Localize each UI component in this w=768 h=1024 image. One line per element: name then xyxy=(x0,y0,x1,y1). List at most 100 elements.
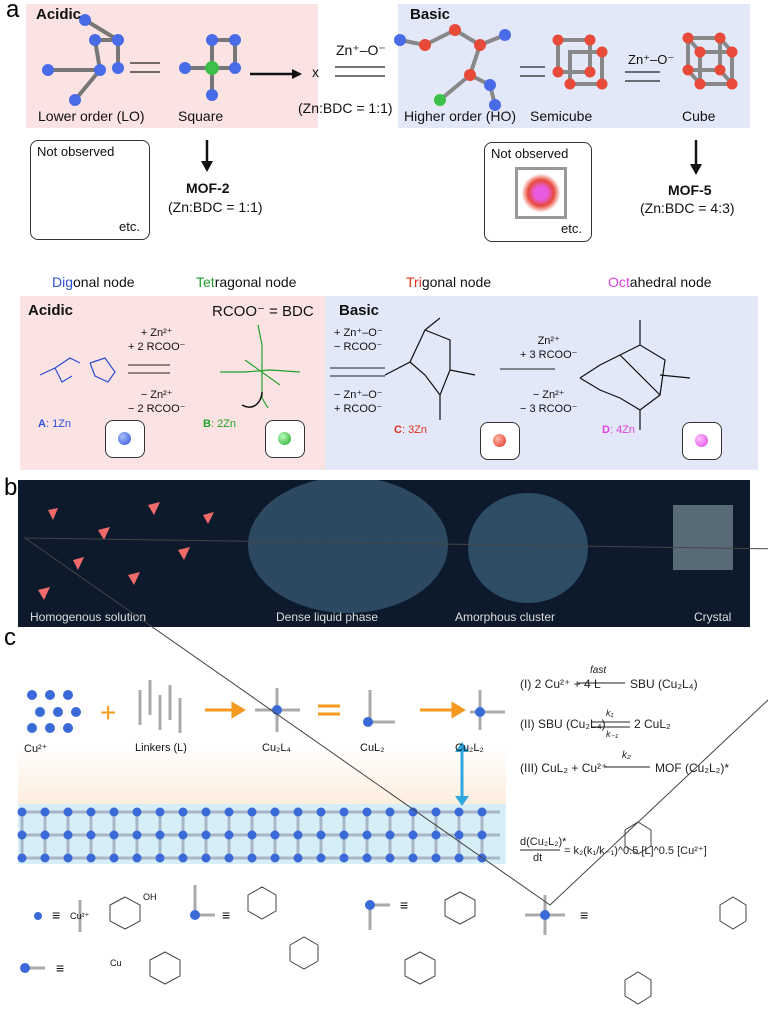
linkers xyxy=(138,680,182,733)
stage-label: Homogenous solution xyxy=(30,610,147,624)
lattice-node xyxy=(155,807,165,817)
letter: A xyxy=(38,418,46,430)
reagent: + Zn⁺–O⁻ xyxy=(334,327,383,339)
lattice-node xyxy=(247,807,257,817)
reagent: + RCOO⁻ xyxy=(334,403,383,415)
lattice-node xyxy=(408,830,418,840)
step3-forward: Zn²⁺ + 3 RCOO⁻ xyxy=(520,334,577,362)
equation-1: (I) 2 Cu²⁺ + 4 L xyxy=(520,677,601,691)
cu-ions xyxy=(27,690,81,733)
tetragonal-node-heading: Tetragonal node xyxy=(196,274,296,290)
species-label: Cu²⁺ xyxy=(24,743,48,755)
reagent: − Zn²⁺ xyxy=(532,389,565,401)
lattice-node xyxy=(86,807,96,817)
equation-1-arrow-label: fast xyxy=(590,665,607,676)
rcoo-bdc-label: RCOO⁻ = BDC xyxy=(212,303,314,320)
letter: D xyxy=(602,424,610,436)
amorphous-cluster xyxy=(468,493,588,603)
lattice-node xyxy=(86,853,96,863)
lattice-node xyxy=(477,830,487,840)
lattice-node xyxy=(132,830,142,840)
lattice-node xyxy=(63,853,73,863)
lattice-node xyxy=(178,830,188,840)
step3-reverse: − Zn²⁺ − 3 RCOO⁻ xyxy=(520,388,577,416)
lattice-node xyxy=(132,853,142,863)
eq-lhs: SBU (Cu₂L₄) xyxy=(538,717,606,731)
lattice-node xyxy=(132,807,142,817)
lattice-node xyxy=(385,807,395,817)
panel-c-label: c xyxy=(4,624,16,651)
interpenetrated-net-icon xyxy=(515,167,567,219)
equilibrium-arrow-x-ho xyxy=(335,66,385,77)
not-observed-label: Not observed xyxy=(491,146,569,161)
reagent: + 3 RCOO⁻ xyxy=(520,349,578,361)
step1-reverse: − Zn²⁺ − 2 RCOO⁻ xyxy=(128,388,185,416)
rest: gonal node xyxy=(421,274,492,290)
digonal-node-icon xyxy=(105,420,145,458)
lattice-node xyxy=(17,853,27,863)
dense-liquid-droplet xyxy=(248,480,448,613)
mof2-ratio: (Zn:BDC = 1:1) xyxy=(168,199,263,215)
nucleation-illustration xyxy=(38,480,733,613)
basic-node-heading: Basic xyxy=(339,302,380,319)
lattice-node xyxy=(17,830,27,840)
lattice-node xyxy=(385,830,395,840)
reagent: − Zn²⁺ xyxy=(140,389,173,401)
lattice-node xyxy=(201,830,211,840)
octahedral-node-icon xyxy=(682,422,722,460)
semicube-label: Semicube xyxy=(530,108,593,124)
cu2l2 xyxy=(470,690,505,730)
equiv-sign: ≡ xyxy=(400,897,409,913)
lattice-node xyxy=(270,853,280,863)
lattice-node xyxy=(293,807,303,817)
eq-num: (I) xyxy=(520,677,532,691)
node-structures xyxy=(39,317,691,430)
lattice-node xyxy=(109,807,119,817)
reagent: Zn²⁺ xyxy=(537,335,560,347)
cu-atom-label: Cu xyxy=(110,958,122,968)
mof5-ratio: (Zn:BDC = 4:3) xyxy=(640,200,735,216)
zn-o-label-2: Zn⁺–O⁻ xyxy=(628,52,675,67)
equiv-sign: ≡ xyxy=(580,907,589,923)
plus-sign: + xyxy=(100,697,116,728)
reagent: − 2 RCOO⁻ xyxy=(128,403,186,415)
attack-arrow xyxy=(241,391,263,408)
lattice-node xyxy=(155,830,165,840)
stage-label: Amorphous cluster xyxy=(455,610,556,624)
lattice-node xyxy=(178,853,188,863)
k-1-label: k₋₁ xyxy=(606,729,619,739)
rate-numerator: d(Cu₂L₂)* xyxy=(520,836,567,848)
etc-label: etc. xyxy=(561,221,582,236)
lattice-node xyxy=(408,853,418,863)
lower-order-label: Lower order (LO) xyxy=(38,108,145,124)
eq-num: (II) xyxy=(520,717,535,731)
prefix: Dig xyxy=(52,274,74,290)
step1-forward: + Zn²⁺+ 2 RCOO⁻ xyxy=(128,326,185,354)
basic-heading: Basic xyxy=(410,6,451,23)
square-structure xyxy=(179,34,241,101)
lattice-node xyxy=(40,807,50,817)
cul2 xyxy=(368,690,395,724)
reagent: − Zn⁺–O⁻ xyxy=(334,389,383,401)
lattice-node xyxy=(454,807,464,817)
lattice-node xyxy=(201,853,211,863)
equation-3-rhs: MOF (Cu₂L₂)* xyxy=(655,761,729,775)
not-observed-label: Not observed xyxy=(37,144,115,159)
lattice-columns xyxy=(17,807,487,863)
lattice-node xyxy=(339,807,349,817)
lattice-node xyxy=(247,853,257,863)
prefix: Tet xyxy=(196,274,215,290)
count: : 1Zn xyxy=(45,418,72,430)
equation-3: (III) CuL₂ + Cu²⁺ xyxy=(520,761,607,775)
reagent: − 3 RCOO⁻ xyxy=(520,403,578,415)
cu-legend-label: Cu²⁺ xyxy=(70,911,90,921)
tetragonal-node-icon xyxy=(265,420,305,458)
trigonal-node-heading: Trigonal node xyxy=(406,274,491,290)
stage-label: Dense liquid phase xyxy=(276,610,379,624)
homogenous-solution-particles xyxy=(38,502,214,600)
lattice-node xyxy=(86,830,96,840)
nucleation-panel: Homogenous solution Dense liquid phase A… xyxy=(18,480,750,627)
k2-label: k₂ xyxy=(622,750,631,761)
species-label: Linkers (L) xyxy=(135,742,187,754)
